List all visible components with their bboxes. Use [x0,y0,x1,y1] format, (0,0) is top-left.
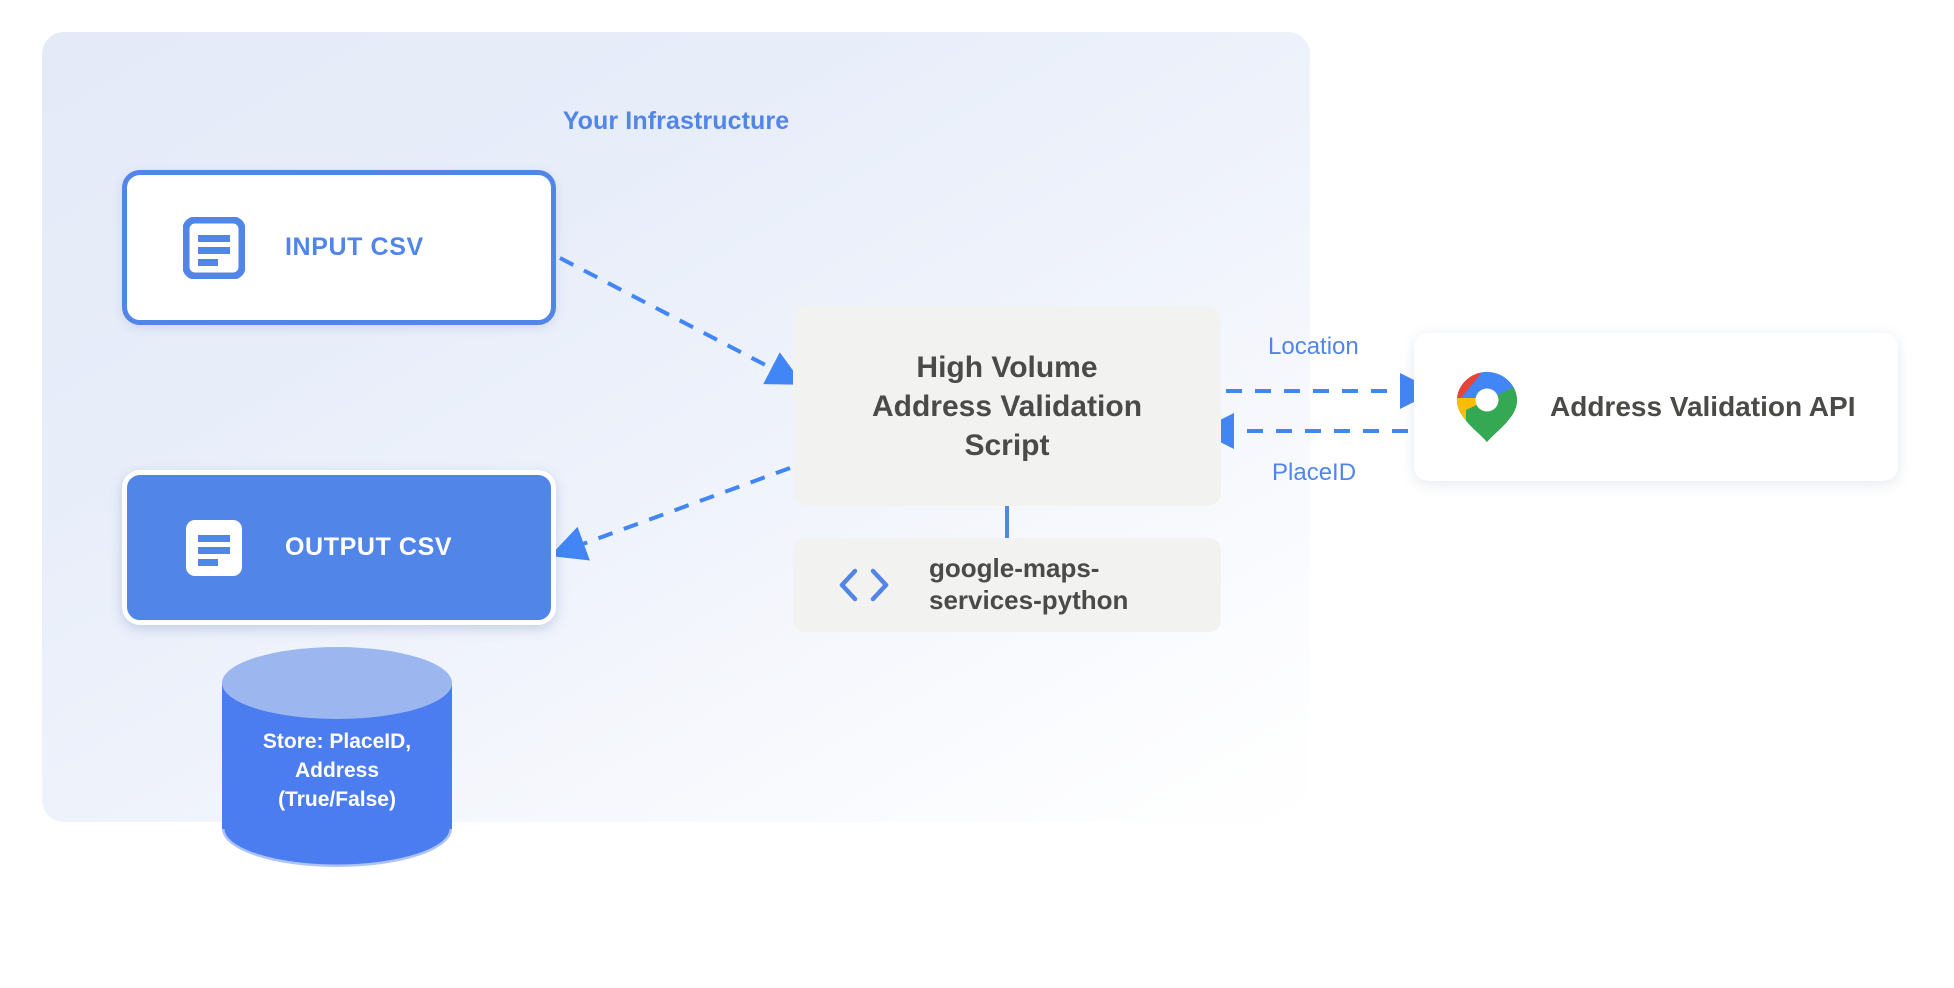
database-cylinder-icon[interactable] [214,645,460,867]
script-library-connector [1005,506,1009,540]
edge-label-location: Location [1268,333,1359,360]
address-validation-api-node[interactable]: Address Validation API [1414,333,1898,481]
output-csv-label: OUTPUT CSV [285,533,453,561]
script-line-2: Address Validation [871,389,1143,423]
script-title: High Volume Address Validation Script [872,348,1142,465]
code-brackets-icon [839,568,889,602]
output-csv-node[interactable]: OUTPUT CSV [122,470,556,625]
google-maps-pin-icon [1457,372,1517,442]
edge-label-placeid: PlaceID [1272,459,1357,486]
library-line-1: google-maps- [929,553,1100,584]
script-node[interactable]: High Volume Address Validation Script [793,306,1221,506]
script-line-1: High Volume [916,350,1098,384]
document-icon [186,519,242,576]
panel-title: Your Infrastructure [562,107,790,135]
input-csv-label: INPUT CSV [285,233,424,261]
library-line-2: services-python [929,585,1129,615]
api-label: Address Validation API [1550,391,1856,422]
input-csv-node[interactable]: INPUT CSV [122,170,556,325]
library-node[interactable]: google-maps- services-python [793,538,1221,632]
script-line-3: Script [964,428,1050,462]
document-icon [183,216,245,279]
library-label: google-maps- services-python [929,553,1128,616]
